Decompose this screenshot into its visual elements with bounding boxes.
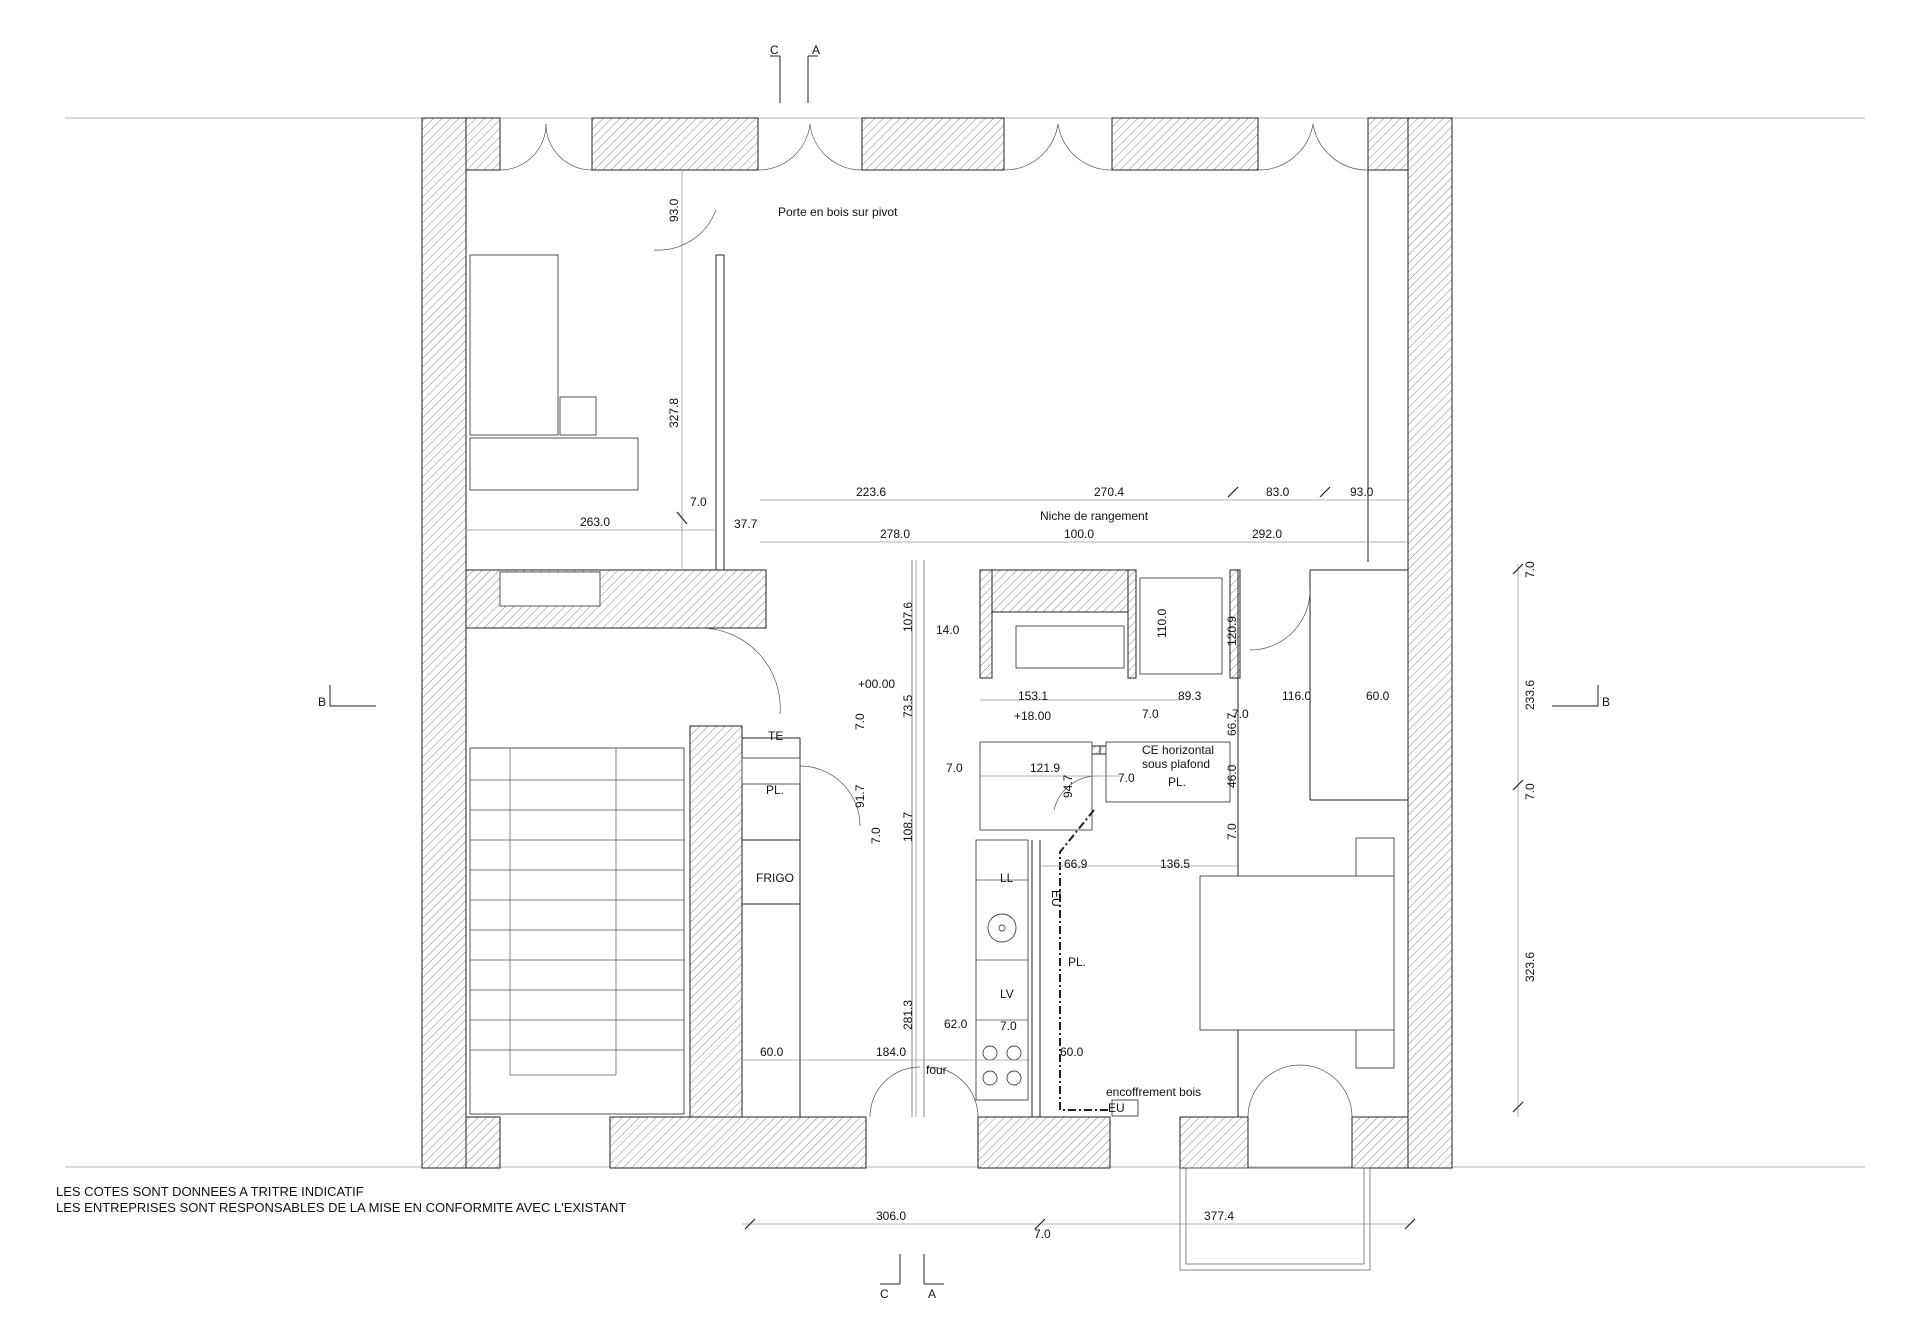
label-four: four bbox=[926, 1063, 947, 1077]
section-a-bottom: A bbox=[928, 1287, 936, 1301]
label-encoffrement: encoffrement bois bbox=[1106, 1085, 1201, 1099]
label-level-bath: +18.00 bbox=[1014, 709, 1051, 723]
dim-60-a: 60.0 bbox=[1366, 689, 1390, 703]
dim-7-c: 7.0 bbox=[1232, 707, 1249, 721]
dim-66-9: 66.9 bbox=[1064, 857, 1088, 871]
dim-323-6: 323.6 bbox=[1523, 952, 1537, 982]
dim-66-7: 66.7 bbox=[1225, 712, 1239, 736]
dim-7-g: 7.0 bbox=[853, 713, 867, 730]
section-markers bbox=[329, 55, 1599, 1285]
dim-153-1: 153.1 bbox=[1018, 689, 1048, 703]
dim-281-3: 281.3 bbox=[901, 1000, 915, 1030]
dim-120-9: 120.9 bbox=[1225, 616, 1239, 646]
label-frigo: FRIGO bbox=[756, 871, 794, 885]
note-line-2: LES ENTREPRISES SONT RESPONSABLES DE LA … bbox=[56, 1200, 626, 1215]
dim-7-b: 7.0 bbox=[1142, 707, 1159, 721]
label-pl-kitchen: PL. bbox=[1068, 955, 1086, 969]
section-b-left: B bbox=[318, 695, 326, 709]
dim-107-6: 107.6 bbox=[901, 602, 915, 632]
label-eu-bottom: EU bbox=[1108, 1101, 1125, 1115]
drain-pipe bbox=[1059, 809, 1139, 1117]
dim-73-5: 73.5 bbox=[901, 694, 915, 718]
dim-83: 83.0 bbox=[1266, 485, 1290, 499]
dim-110: 110.0 bbox=[1155, 609, 1169, 638]
dim-270-4: 270.4 bbox=[1094, 485, 1124, 499]
dim-7-i: 7.0 bbox=[1000, 1019, 1017, 1033]
label-eu-vertical: EU bbox=[1049, 890, 1063, 907]
dim-116: 116.0 bbox=[1282, 689, 1311, 703]
dim-7-r2: 7.0 bbox=[1523, 783, 1537, 800]
dimension-texts: 263.0 7.0 37.7 223.6 270.4 83.0 93.0 278… bbox=[580, 485, 1390, 1241]
note-line-1: LES COTES SONT DONNEES A TRITRE INDICATI… bbox=[56, 1184, 364, 1199]
dim-306: 306.0 bbox=[876, 1209, 906, 1223]
dimension-lines bbox=[466, 170, 1524, 1230]
dim-108-7: 108.7 bbox=[901, 812, 915, 842]
label-sous-plafond: sous plafond bbox=[1142, 757, 1210, 771]
label-ce-horizontal: CE horizontal bbox=[1142, 743, 1214, 757]
label-porte-pivot: Porte en bois sur pivot bbox=[778, 205, 898, 219]
dim-37-7: 37.7 bbox=[734, 517, 758, 531]
dim-60-c: 60.0 bbox=[1060, 1045, 1084, 1059]
label-level-zero: +00.00 bbox=[858, 677, 895, 691]
dim-292: 292.0 bbox=[1252, 527, 1282, 541]
dim-7-e: 7.0 bbox=[1225, 823, 1239, 840]
dim-94-7: 94.7 bbox=[1061, 774, 1075, 798]
dim-7-h: 7.0 bbox=[869, 827, 883, 844]
dim-223-6: 223.6 bbox=[856, 485, 886, 499]
interior-partitions bbox=[465, 170, 1408, 1118]
dim-100: 100.0 bbox=[1064, 527, 1094, 541]
dim-14: 14.0 bbox=[936, 623, 960, 637]
dim-93-h: 93.0 bbox=[1350, 485, 1374, 499]
exterior-walls bbox=[421, 117, 1453, 1169]
section-c-bottom: C bbox=[880, 1287, 889, 1301]
label-ll: LL bbox=[1000, 871, 1014, 885]
section-b-right: B bbox=[1602, 695, 1610, 709]
dim-121-9: 121.9 bbox=[1030, 761, 1060, 775]
label-niche: Niche de rangement bbox=[1040, 509, 1149, 523]
section-c-top: C bbox=[770, 43, 779, 57]
dimension-texts-vertical: 93.0 327.8 107.6 73.5 108.7 281.3 110.0 … bbox=[667, 198, 1537, 1030]
dim-93-v: 93.0 bbox=[667, 198, 681, 222]
dim-46: 46.0 bbox=[1225, 764, 1239, 788]
dim-7-bot: 7.0 bbox=[1034, 1227, 1051, 1241]
facade-lines bbox=[65, 117, 1865, 1168]
dim-7-d: 7.0 bbox=[946, 761, 963, 775]
dim-89-3: 89.3 bbox=[1178, 689, 1202, 703]
doors bbox=[499, 123, 1369, 1118]
label-te: TE bbox=[768, 729, 783, 743]
section-marker-labels: C A B B C A bbox=[318, 43, 1610, 1301]
dim-60-b: 60.0 bbox=[760, 1045, 784, 1059]
dim-278: 278.0 bbox=[880, 527, 910, 541]
general-notes: LES COTES SONT DONNEES A TRITRE INDICATI… bbox=[56, 1184, 626, 1215]
dim-62: 62.0 bbox=[944, 1017, 968, 1031]
dim-7-a: 7.0 bbox=[690, 495, 707, 509]
dim-263: 263.0 bbox=[580, 515, 610, 529]
room-labels: Porte en bois sur pivot Niche de rangeme… bbox=[756, 205, 1214, 1115]
dim-233-6: 233.6 bbox=[1523, 680, 1537, 710]
section-a-top: A bbox=[812, 43, 820, 57]
dim-91-7: 91.7 bbox=[853, 784, 867, 808]
dim-7-f: 7.0 bbox=[1118, 771, 1135, 785]
label-lv: LV bbox=[1000, 987, 1014, 1001]
dim-184: 184.0 bbox=[876, 1045, 906, 1059]
dim-377-4: 377.4 bbox=[1204, 1209, 1234, 1223]
dim-7-r1: 7.0 bbox=[1523, 561, 1537, 578]
dim-327-8: 327.8 bbox=[667, 398, 681, 428]
label-pl-bath: PL. bbox=[1168, 775, 1186, 789]
dim-136-5: 136.5 bbox=[1160, 857, 1190, 871]
label-pl-entry: PL. bbox=[766, 783, 784, 797]
balcony bbox=[1179, 1167, 1371, 1271]
